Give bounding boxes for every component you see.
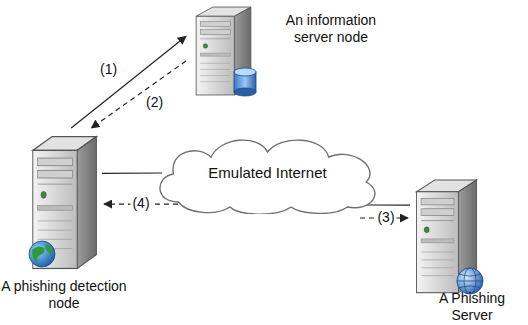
- internet-cloud: Emulated Internet: [150, 132, 385, 214]
- link-line: [71, 36, 186, 128]
- globe-badge: [29, 241, 55, 267]
- step-number: (1): [98, 62, 119, 77]
- node-text: An information server node: [266, 12, 396, 46]
- server-node: A Phishing Server: [412, 176, 480, 294]
- node-text: A phishing detection node: [0, 278, 130, 312]
- dashed-arrow: [91, 61, 186, 128]
- step-number: (2): [144, 95, 165, 110]
- node-text: Emulated Internet: [208, 164, 326, 182]
- node-text: A Phishing Server: [420, 290, 524, 324]
- database-badge: [234, 68, 256, 96]
- step-number: (4): [130, 196, 151, 211]
- server-node: An information server node: [192, 4, 254, 96]
- step-number: (3): [375, 210, 396, 225]
- link-line: [367, 204, 410, 205]
- node-label: A phishing detection node: [0, 278, 130, 312]
- node-label: An information server node: [266, 12, 396, 46]
- node-label: Emulated Internet: [150, 132, 385, 214]
- server-node: A phishing detection node: [28, 132, 100, 270]
- server-icon: [33, 137, 97, 269]
- link-line: [102, 172, 162, 174]
- node-label: A Phishing Server: [420, 290, 524, 324]
